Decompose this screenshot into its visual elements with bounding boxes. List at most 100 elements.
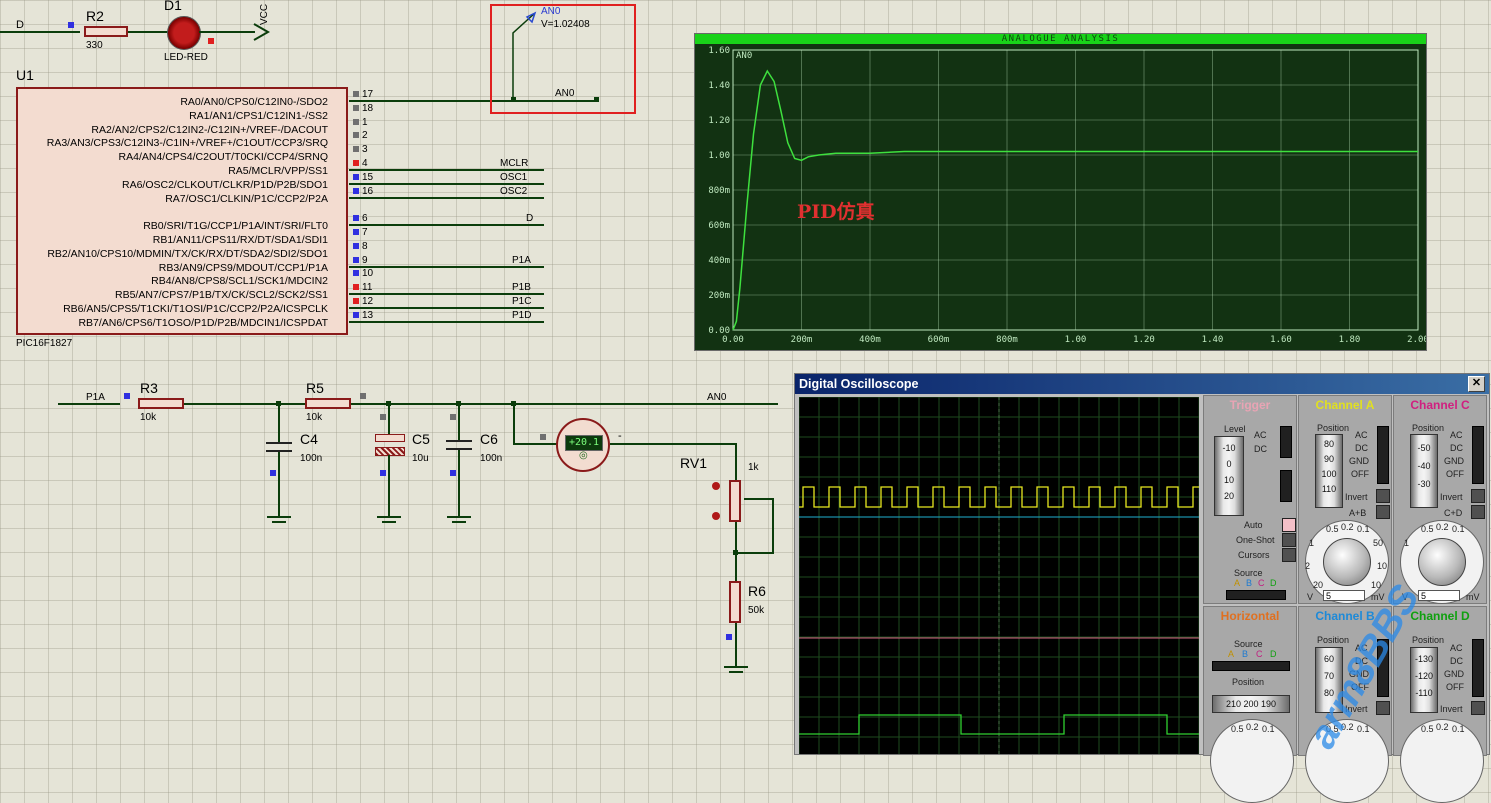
channel-c-value-field[interactable]: 5 (1418, 590, 1460, 601)
r5-value: 10k (306, 412, 323, 423)
channel-a-position-reel[interactable]: 80 90 100 110 (1315, 434, 1343, 508)
channel-d-dial-label: 0.1 (1452, 724, 1465, 734)
chip-pin-label: RB4/AN8/CPS8/SCL1/SCK1/MDCIN2 (151, 275, 328, 287)
trigger-title: Trigger (1229, 398, 1271, 412)
channel-d-scale-1: -120 (1414, 671, 1433, 681)
channel-c-position-reel[interactable]: -50 -40 -30 (1410, 434, 1438, 508)
channel-c-dial-label: 0.2 (1436, 522, 1449, 532)
pin-marker (360, 393, 366, 399)
channel-d-trace (799, 714, 1199, 735)
r5-ref: R5 (306, 380, 324, 396)
pin-marker (270, 470, 276, 476)
channel-a-dial-label: 0.2 (1341, 522, 1354, 532)
r5-resistor[interactable] (305, 398, 351, 409)
channel-d-coupling-switch[interactable] (1472, 639, 1484, 697)
channel-d-opt-ac: AC (1450, 643, 1463, 653)
channel-b-invert-button[interactable] (1376, 701, 1390, 715)
channel-b-position-reel[interactable]: 60 70 80 (1315, 647, 1343, 713)
horizontal-source-slider[interactable] (1212, 661, 1290, 671)
trigger-source-slider[interactable] (1226, 590, 1286, 600)
rv1-inc-button[interactable] (712, 482, 720, 490)
cursors-button[interactable] (1282, 548, 1296, 562)
channel-a-invert-button[interactable] (1376, 489, 1390, 503)
voltmeter[interactable]: +20.1 ◎ (556, 418, 610, 472)
channel-d-position-label: Position (1412, 635, 1445, 645)
u1-chip[interactable]: RA0/AN0/CPS0/C12IN0-/SDO2 RA1/AN1/CPS1/C… (16, 87, 348, 335)
ground-icon (272, 521, 286, 523)
pin-number: 13 (362, 310, 374, 321)
pin-marker (353, 160, 359, 166)
voltage-probe-box[interactable] (490, 4, 636, 114)
trigger-dc: DC (1254, 444, 1267, 454)
channel-c-scale-0: -50 (1417, 443, 1431, 453)
horizontal-position-reel[interactable]: 210 200 190 (1212, 695, 1290, 713)
channel-c-cplusd: C+D (1444, 508, 1463, 518)
channel-c-cplusd-button[interactable] (1471, 505, 1485, 519)
rv1-potentiometer[interactable] (729, 480, 741, 522)
channel-a-aplusb-button[interactable] (1376, 505, 1390, 519)
pin-marker (353, 215, 359, 221)
pin-marker (353, 257, 359, 263)
pin-marker (726, 634, 732, 640)
channel-c-knob[interactable] (1418, 538, 1466, 586)
c6-value: 100n (480, 453, 503, 464)
channel-d-invert-button[interactable] (1471, 701, 1485, 715)
net-osc1: OSC1 (500, 172, 528, 183)
close-button[interactable]: ✕ (1468, 376, 1485, 392)
channel-a-dial-label: 10 (1371, 580, 1382, 590)
channel-a-opt-ac: AC (1355, 430, 1368, 440)
trigger-oneshot: One-Shot (1236, 535, 1275, 545)
trigger-coupling-switch[interactable] (1280, 426, 1292, 458)
channel-a-value-field[interactable]: 5 (1323, 590, 1365, 601)
one-shot-button[interactable] (1282, 533, 1296, 547)
channel-b-scale-1: 70 (1323, 671, 1334, 681)
channel-c-invert-button[interactable] (1471, 489, 1485, 503)
channel-b-coupling-switch[interactable] (1377, 639, 1389, 697)
pin-marker (380, 414, 386, 420)
r3-resistor[interactable] (138, 398, 184, 409)
channel-b-position-label: Position (1317, 635, 1350, 645)
channel-d-position-reel[interactable]: -130 -120 -110 (1410, 647, 1438, 713)
r6-resistor[interactable] (729, 581, 741, 623)
channel-c-panel: Channel C Position -50 -40 -30 AC DC GND… (1393, 395, 1487, 604)
d1-led[interactable] (167, 16, 201, 50)
trigger-scale-1: 0 (1226, 459, 1232, 469)
channel-a-knob[interactable] (1323, 538, 1371, 586)
c5-value: 10u (412, 453, 429, 464)
channel-c-opt-gnd: GND (1444, 456, 1464, 466)
junction-dot (276, 401, 281, 406)
trigger-edge-switch[interactable] (1280, 470, 1292, 502)
r2-resistor[interactable] (84, 26, 128, 37)
c4-plate (266, 442, 292, 444)
channel-a-opt-dc: DC (1355, 443, 1368, 453)
chip-pin-label: RA5/MCLR/VPP/SS1 (228, 165, 328, 177)
graph-ytick-label: 200m (708, 291, 730, 301)
digital-oscilloscope-window[interactable]: Digital Oscilloscope ✕ Trigger Level -10… (794, 373, 1490, 803)
u1-part: PIC16F1827 (16, 338, 73, 349)
channel-a-position-label: Position (1317, 423, 1350, 433)
channel-a-coupling-switch[interactable] (1377, 426, 1389, 484)
graph-xtick-label: 1.40 (1202, 335, 1224, 345)
chip-pin-label: RA1/AN1/CPS1/C12IN1-/SS2 (189, 110, 328, 122)
r2-value: 330 (86, 40, 103, 51)
d1-value: LED-RED (164, 52, 208, 63)
trigger-source-c: C (1258, 578, 1265, 588)
scope-title-bar[interactable]: Digital Oscilloscope ✕ (795, 374, 1489, 394)
ground-icon (447, 516, 471, 518)
auto-button[interactable] (1282, 518, 1296, 532)
channel-d-title: Channel D (1410, 609, 1470, 623)
c4-value: 100n (300, 453, 323, 464)
pin-number: 18 (362, 103, 374, 114)
c5-ref: C5 (412, 431, 430, 447)
schematic[interactable]: D R2 330 D1 LED-RED VCC U1 RA0/AN0/CPS0/… (0, 0, 778, 751)
rv1-dec-button[interactable] (712, 512, 720, 520)
trigger-ac: AC (1254, 430, 1267, 440)
trigger-level-reel[interactable]: -10 0 10 20 (1214, 436, 1244, 516)
graph-ytick-label: 1.60 (708, 46, 730, 56)
channel-c-coupling-switch[interactable] (1472, 426, 1484, 484)
channel-a-invert: Invert (1345, 492, 1368, 502)
chip-pin-label: RA0/AN0/CPS0/C12IN0-/SDO2 (180, 96, 328, 108)
scope-screen[interactable] (798, 396, 1215, 758)
